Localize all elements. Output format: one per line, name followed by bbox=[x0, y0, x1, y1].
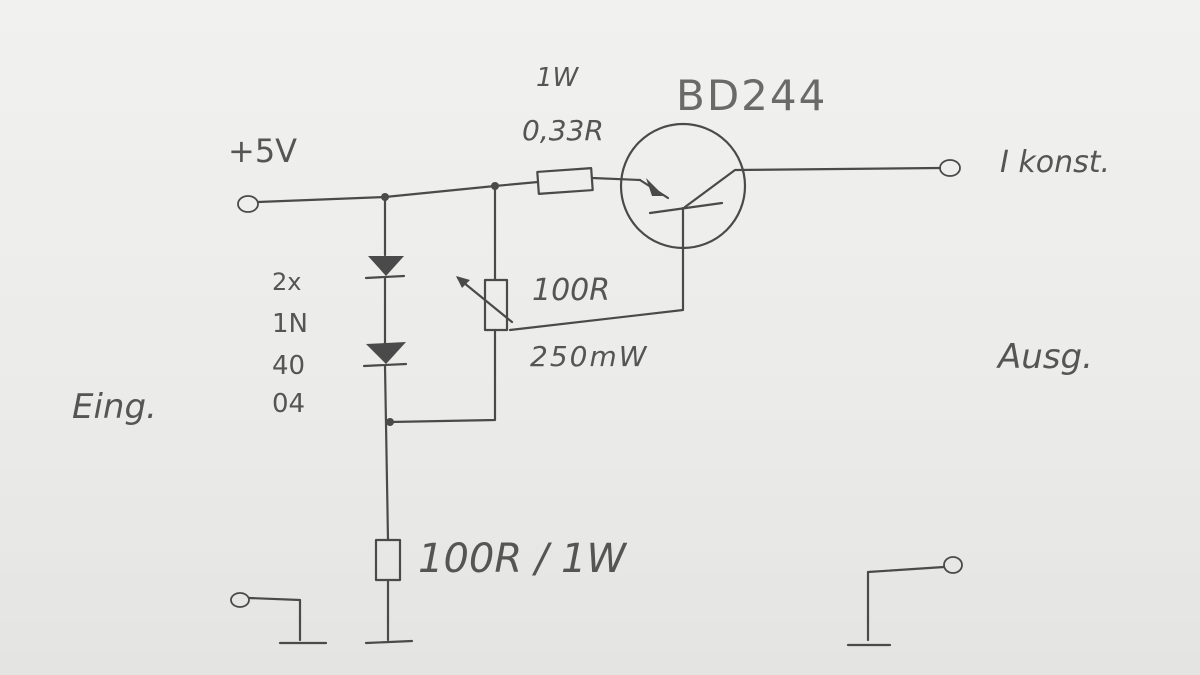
supply-label: +5V bbox=[228, 132, 297, 170]
diode-1-symbol bbox=[368, 256, 404, 276]
sense-value-label: 0,33R bbox=[522, 114, 604, 147]
supply-wire bbox=[256, 180, 540, 204]
ground-bar-main bbox=[364, 639, 414, 645]
junction-node-3 bbox=[386, 418, 394, 426]
input-ground-circle bbox=[230, 592, 250, 608]
output-ground-terminal bbox=[846, 556, 963, 647]
transistor-label: BD244 bbox=[676, 71, 827, 120]
bias-resistor-label: 100R / 1W bbox=[418, 536, 627, 582]
supply-terminal bbox=[237, 195, 259, 213]
collector-lead bbox=[683, 166, 942, 209]
input-ground-wire bbox=[247, 596, 302, 642]
pot-power-label: 250mW bbox=[530, 340, 648, 373]
pot-wiper-arrow bbox=[456, 276, 470, 288]
pot-wiper bbox=[456, 276, 514, 324]
output-ground-wire bbox=[866, 565, 946, 642]
sense-to-emitter-wire bbox=[590, 176, 642, 182]
supply-rail bbox=[237, 180, 540, 213]
transistor-bd244 bbox=[508, 122, 942, 332]
emitter-arrow bbox=[646, 178, 664, 196]
sense-power-label: 1W bbox=[536, 63, 580, 93]
diode-type-label-2: 40 bbox=[272, 351, 305, 381]
diode-count-label: 2x bbox=[272, 268, 301, 296]
base-bar bbox=[648, 201, 724, 215]
sense-resistor-body bbox=[536, 167, 594, 195]
diode-type-label-1: 1N bbox=[272, 309, 308, 339]
output-current-label: I konst. bbox=[1000, 145, 1110, 180]
pot-body bbox=[483, 278, 509, 332]
output-label: Ausg. bbox=[996, 337, 1093, 377]
bias-resistor-body bbox=[374, 538, 402, 582]
diode-2-symbol bbox=[366, 342, 406, 364]
input-ground-terminal bbox=[230, 592, 328, 645]
input-label: Eing. bbox=[72, 387, 157, 427]
output-ground-circle bbox=[943, 556, 963, 574]
pot-value-label: 100R bbox=[532, 273, 610, 308]
potentiometer bbox=[388, 184, 514, 424]
sense-resistor bbox=[536, 167, 642, 195]
base-lead bbox=[508, 206, 685, 332]
output-current-terminal bbox=[939, 159, 961, 177]
diode-wire-bottom bbox=[383, 364, 390, 542]
diode-type-label-3: 04 bbox=[272, 389, 305, 419]
bias-resistor bbox=[364, 538, 414, 645]
pot-bottom-wire bbox=[388, 328, 497, 424]
diode-string bbox=[362, 195, 408, 542]
